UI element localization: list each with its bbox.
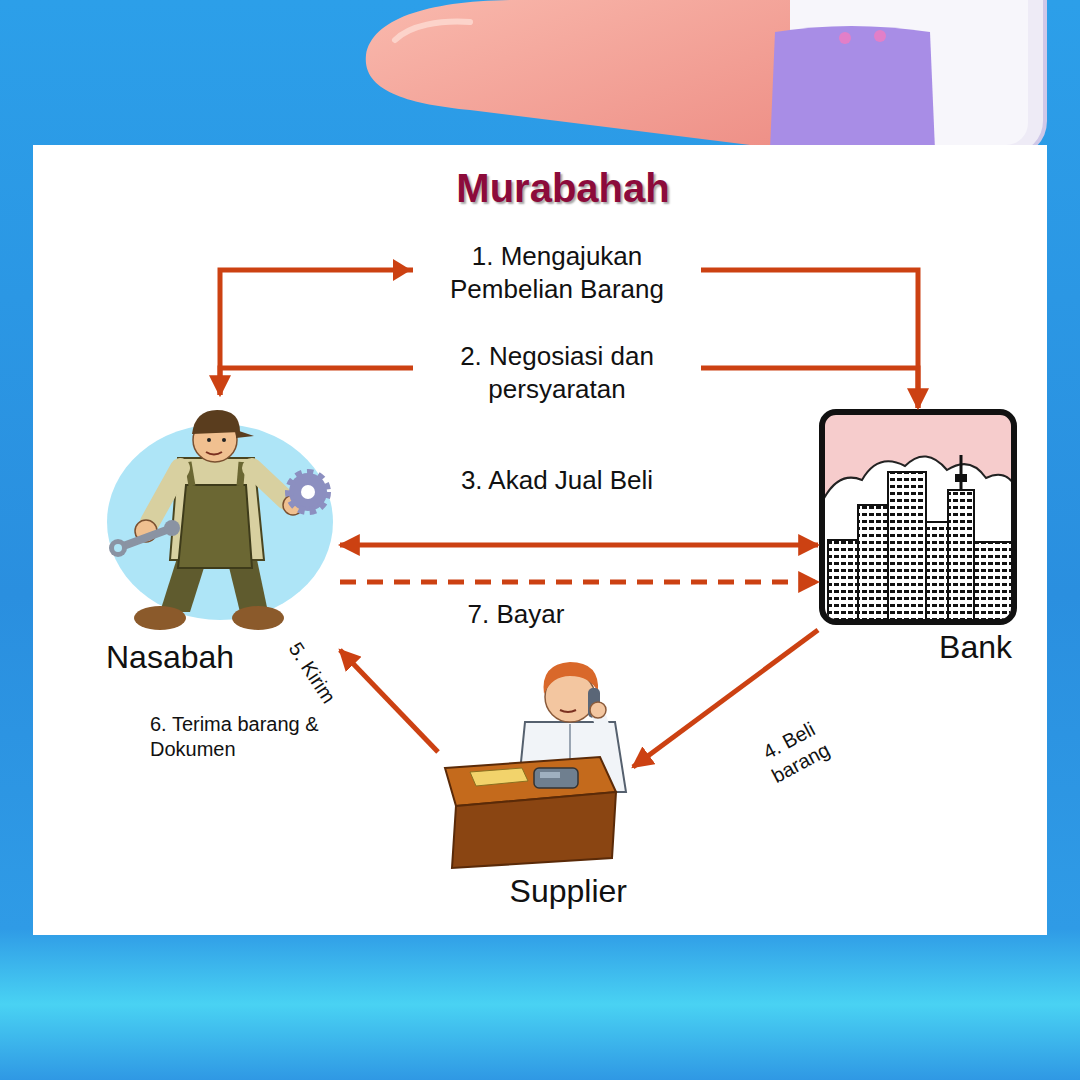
bank-illustration-part-part <box>926 522 948 619</box>
node-label: Nasabah <box>106 639 234 676</box>
diagram-title: Murabahah <box>456 163 669 213</box>
figure-node: Supplier <box>438 652 633 914</box>
bank-illustration-part-part <box>888 472 926 619</box>
customer-illustration-part <box>232 606 284 630</box>
flow-arrow <box>340 543 818 548</box>
bank-illustration-part-part <box>825 456 1011 619</box>
bank-illustration-part-part <box>828 540 860 619</box>
supplier-illustration-part <box>590 702 606 718</box>
step-label: 7. Bayar <box>416 598 616 631</box>
supplier-illustration-part <box>540 772 560 778</box>
figure-node: Nasabah <box>100 395 340 680</box>
supplier-illustration-part <box>560 710 576 712</box>
flow-arrow <box>340 580 818 585</box>
phone-and-hand-part <box>366 0 790 150</box>
phone-and-hand <box>366 0 1045 155</box>
node-label: Bank <box>939 629 1012 666</box>
bank-illustration-part-part <box>960 455 963 490</box>
customer-illustration-part <box>222 438 226 442</box>
step-label: 4. Beli barang <box>744 709 847 795</box>
step-label: 3. Akad Jual Beli <box>392 464 722 497</box>
step-label: 2. Negosiasi dan persyaratan <box>413 340 701 405</box>
step-label: 5. Kirim <box>283 638 341 708</box>
supplier-illustration-part <box>534 768 578 788</box>
customer-illustration-part <box>206 452 222 455</box>
bank-illustration-part <box>825 455 1011 619</box>
customer-illustration-part <box>207 438 211 442</box>
customer-illustration-part <box>114 544 122 552</box>
customer-illustration-part <box>164 520 180 536</box>
bank-illustration-part-part <box>974 542 1011 619</box>
customer-illustration-part <box>178 485 252 568</box>
supplier-illustration-part <box>470 768 528 786</box>
figure-node: Bank <box>818 408 1018 670</box>
phone-and-hand-part <box>874 30 886 42</box>
customer-illustration-part <box>236 430 254 438</box>
step-note: 6. Terima barang & Dokumen <box>150 712 375 762</box>
bank-illustration-part <box>822 412 1014 622</box>
customer-illustration-part <box>109 539 127 557</box>
node-label: Supplier <box>510 873 627 910</box>
flow-arrow <box>340 650 438 752</box>
supplier-illustration-part <box>452 792 616 868</box>
supplier-illustration <box>445 662 626 868</box>
phone-and-hand-part <box>839 32 851 44</box>
customer-illustration-part <box>134 606 186 630</box>
customer-illustration-part <box>107 424 333 620</box>
customer-illustration-part <box>240 462 242 486</box>
bank-illustration-part-part <box>955 474 967 482</box>
customer-illustration-part <box>289 473 327 511</box>
customer-illustration-part <box>252 468 286 500</box>
white-panel <box>33 145 1047 935</box>
bank-illustration-part-part <box>948 490 974 619</box>
bank-illustration <box>822 412 1016 625</box>
customer-illustration <box>107 410 333 630</box>
customer-illustration-part <box>150 468 180 522</box>
phone-and-hand-part <box>395 22 470 40</box>
phone-and-hand-part <box>770 26 935 150</box>
customer-illustration-part <box>192 410 240 434</box>
customer-illustration-part <box>301 485 315 499</box>
bank-illustration-part-part <box>858 505 888 619</box>
step-label: 1. Mengajukan Pembelian Barang <box>413 240 701 305</box>
